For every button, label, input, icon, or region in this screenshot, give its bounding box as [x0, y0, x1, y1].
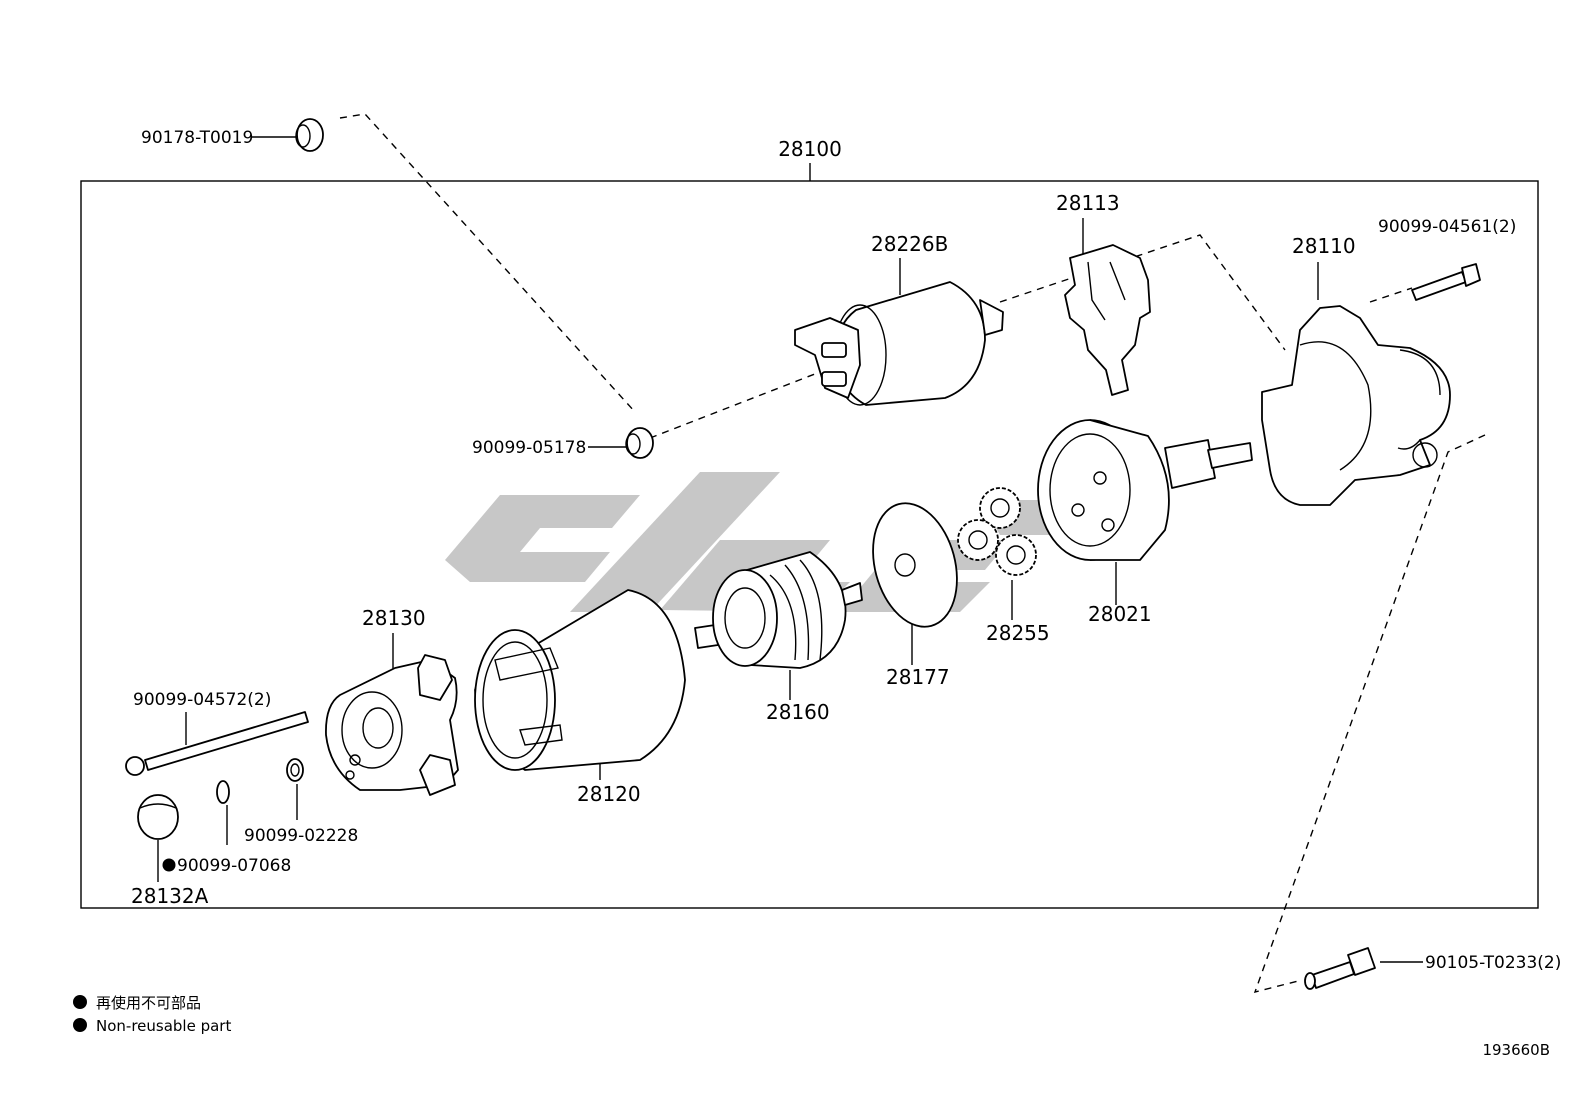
label-28113: 28113 — [1056, 191, 1120, 215]
label-28120: 28120 — [577, 782, 641, 806]
part-28110-housing[interactable] — [1261, 262, 1451, 506]
part-90105-T0233-bolt[interactable] — [1304, 947, 1423, 990]
dash-line-t0233 — [1253, 434, 1486, 994]
part-90099-02228-washer[interactable] — [286, 758, 304, 820]
label-28100: 28100 — [778, 137, 842, 161]
label-28110: 28110 — [1292, 234, 1356, 258]
legend-text-cn: 再使用不可部品 — [96, 994, 201, 1012]
part-90099-04572-bolt[interactable] — [125, 711, 309, 776]
label-28177: 28177 — [886, 665, 950, 689]
part-28160-armature[interactable] — [694, 551, 863, 700]
part-28177-plate[interactable] — [860, 494, 970, 665]
non-reusable-marker — [162, 858, 176, 872]
label-28021: 28021 — [1088, 602, 1152, 626]
dash-line-05178 — [649, 371, 821, 439]
label-90105-T0233: 90105-T0233(2) — [1425, 953, 1561, 973]
part-28021-clutch[interactable] — [1037, 419, 1253, 605]
legend-bullet-en — [73, 1018, 87, 1032]
part-28226B-solenoid[interactable] — [794, 258, 1004, 406]
part-28113-lever[interactable] — [1064, 218, 1151, 396]
part-90099-05178[interactable] — [588, 427, 654, 459]
part-90099-07068-ring[interactable] — [216, 780, 230, 845]
label-28132A: 28132A — [131, 884, 209, 908]
drawing-number: 193660B — [1482, 1041, 1550, 1059]
label-90099-04572: 90099-04572(2) — [133, 690, 271, 710]
label-28160: 28160 — [766, 700, 830, 724]
label-28130: 28130 — [362, 606, 426, 630]
part-28255-gears[interactable] — [957, 487, 1037, 620]
dash-line-04561 — [1369, 287, 1413, 303]
label-90099-04561: 90099-04561(2) — [1378, 217, 1516, 237]
part-28132A-cap[interactable] — [137, 794, 179, 882]
legend: 再使用不可部品 Non-reusable part — [73, 994, 231, 1035]
part-28120-yoke[interactable] — [474, 589, 686, 780]
dash-line-90178 — [339, 113, 636, 413]
label-90099-07068: 90099-07068 — [177, 856, 291, 876]
part-28130-end-frame[interactable] — [325, 633, 459, 796]
part-90099-04561-bolt[interactable] — [1411, 263, 1481, 301]
label-90099-02228: 90099-02228 — [244, 826, 358, 846]
label-28255: 28255 — [986, 621, 1050, 645]
part-90178-T0019[interactable] — [252, 118, 324, 152]
legend-text-en: Non-reusable part — [96, 1017, 231, 1035]
label-28226B: 28226B — [871, 232, 948, 256]
label-90099-05178: 90099-05178 — [472, 438, 586, 458]
label-90178-T0019: 90178-T0019 — [141, 128, 253, 148]
legend-bullet-cn — [73, 995, 87, 1009]
dash-line-28113 — [999, 234, 1286, 351]
